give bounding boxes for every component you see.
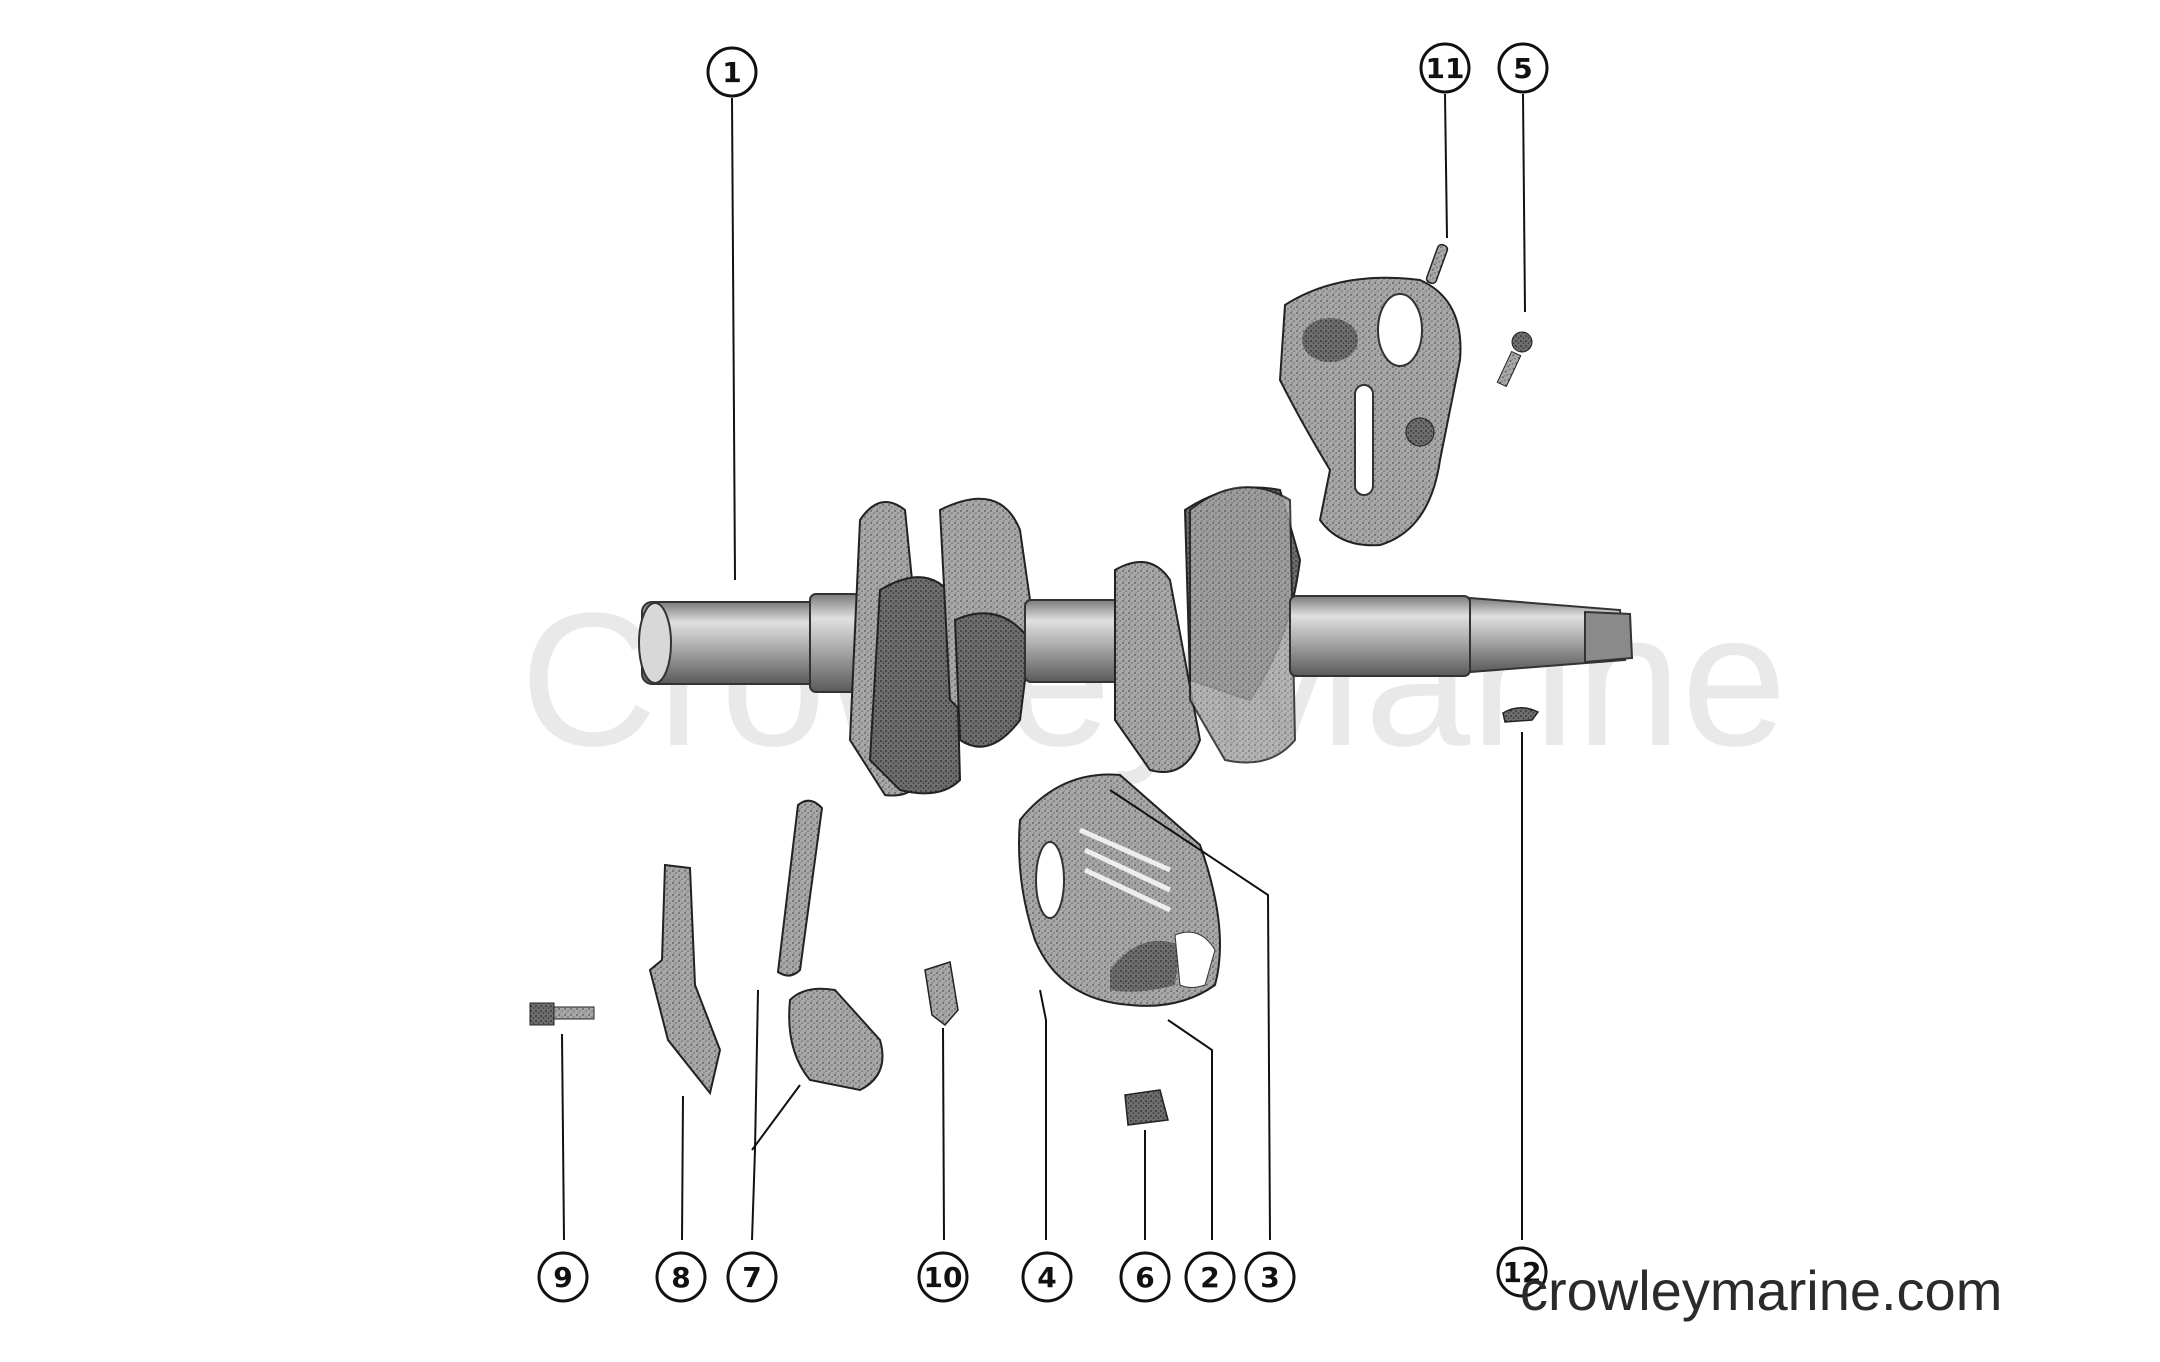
screw-part-5 bbox=[1496, 331, 1533, 388]
reed-screw-part bbox=[529, 1002, 595, 1026]
svg-text:11: 11 bbox=[1426, 52, 1465, 85]
svg-text:6: 6 bbox=[1135, 1261, 1154, 1294]
svg-text:3: 3 bbox=[1260, 1261, 1279, 1294]
callout-5: 5 bbox=[1497, 42, 1549, 94]
svg-text:10: 10 bbox=[924, 1261, 963, 1294]
callout-3: 3 bbox=[1244, 1251, 1296, 1303]
svg-text:7: 7 bbox=[742, 1261, 761, 1294]
callout-7: 7 bbox=[726, 1251, 778, 1303]
lower-bearing-cage-part bbox=[1018, 773, 1221, 1007]
leader-lines bbox=[561, 93, 1526, 1241]
callout-9: 9 bbox=[537, 1251, 589, 1303]
callout-2: 2 bbox=[1184, 1251, 1236, 1303]
dowel-part bbox=[1124, 1089, 1169, 1126]
callout-4: 4 bbox=[1021, 1251, 1073, 1303]
site-credit: crowleymarine.com bbox=[1520, 1259, 2003, 1322]
reed-stop-part bbox=[648, 863, 722, 1096]
callout-10: 10 bbox=[917, 1251, 969, 1303]
svg-text:2: 2 bbox=[1200, 1261, 1219, 1294]
woodruff-key-part bbox=[1502, 707, 1540, 723]
callout-11: 11 bbox=[1419, 42, 1471, 94]
reed-petal-part bbox=[776, 799, 824, 977]
svg-text:8: 8 bbox=[671, 1261, 690, 1294]
callout-6: 6 bbox=[1119, 1251, 1171, 1303]
callout-1: 1 bbox=[706, 46, 758, 98]
svg-text:12: 12 bbox=[1503, 1256, 1542, 1289]
roll-pin-part bbox=[1425, 243, 1449, 285]
crankshaft-part bbox=[638, 486, 1634, 797]
svg-text:9: 9 bbox=[553, 1261, 572, 1294]
locating-pin-part bbox=[924, 961, 959, 1027]
svg-text:5: 5 bbox=[1513, 52, 1532, 85]
svg-text:4: 4 bbox=[1037, 1261, 1056, 1294]
reed-plate-part bbox=[788, 987, 884, 1092]
upper-bearing-cage-part bbox=[1278, 276, 1462, 547]
callout-12: 12 bbox=[1496, 1246, 1548, 1298]
svg-text:1: 1 bbox=[722, 56, 741, 89]
callout-8: 8 bbox=[655, 1251, 707, 1303]
